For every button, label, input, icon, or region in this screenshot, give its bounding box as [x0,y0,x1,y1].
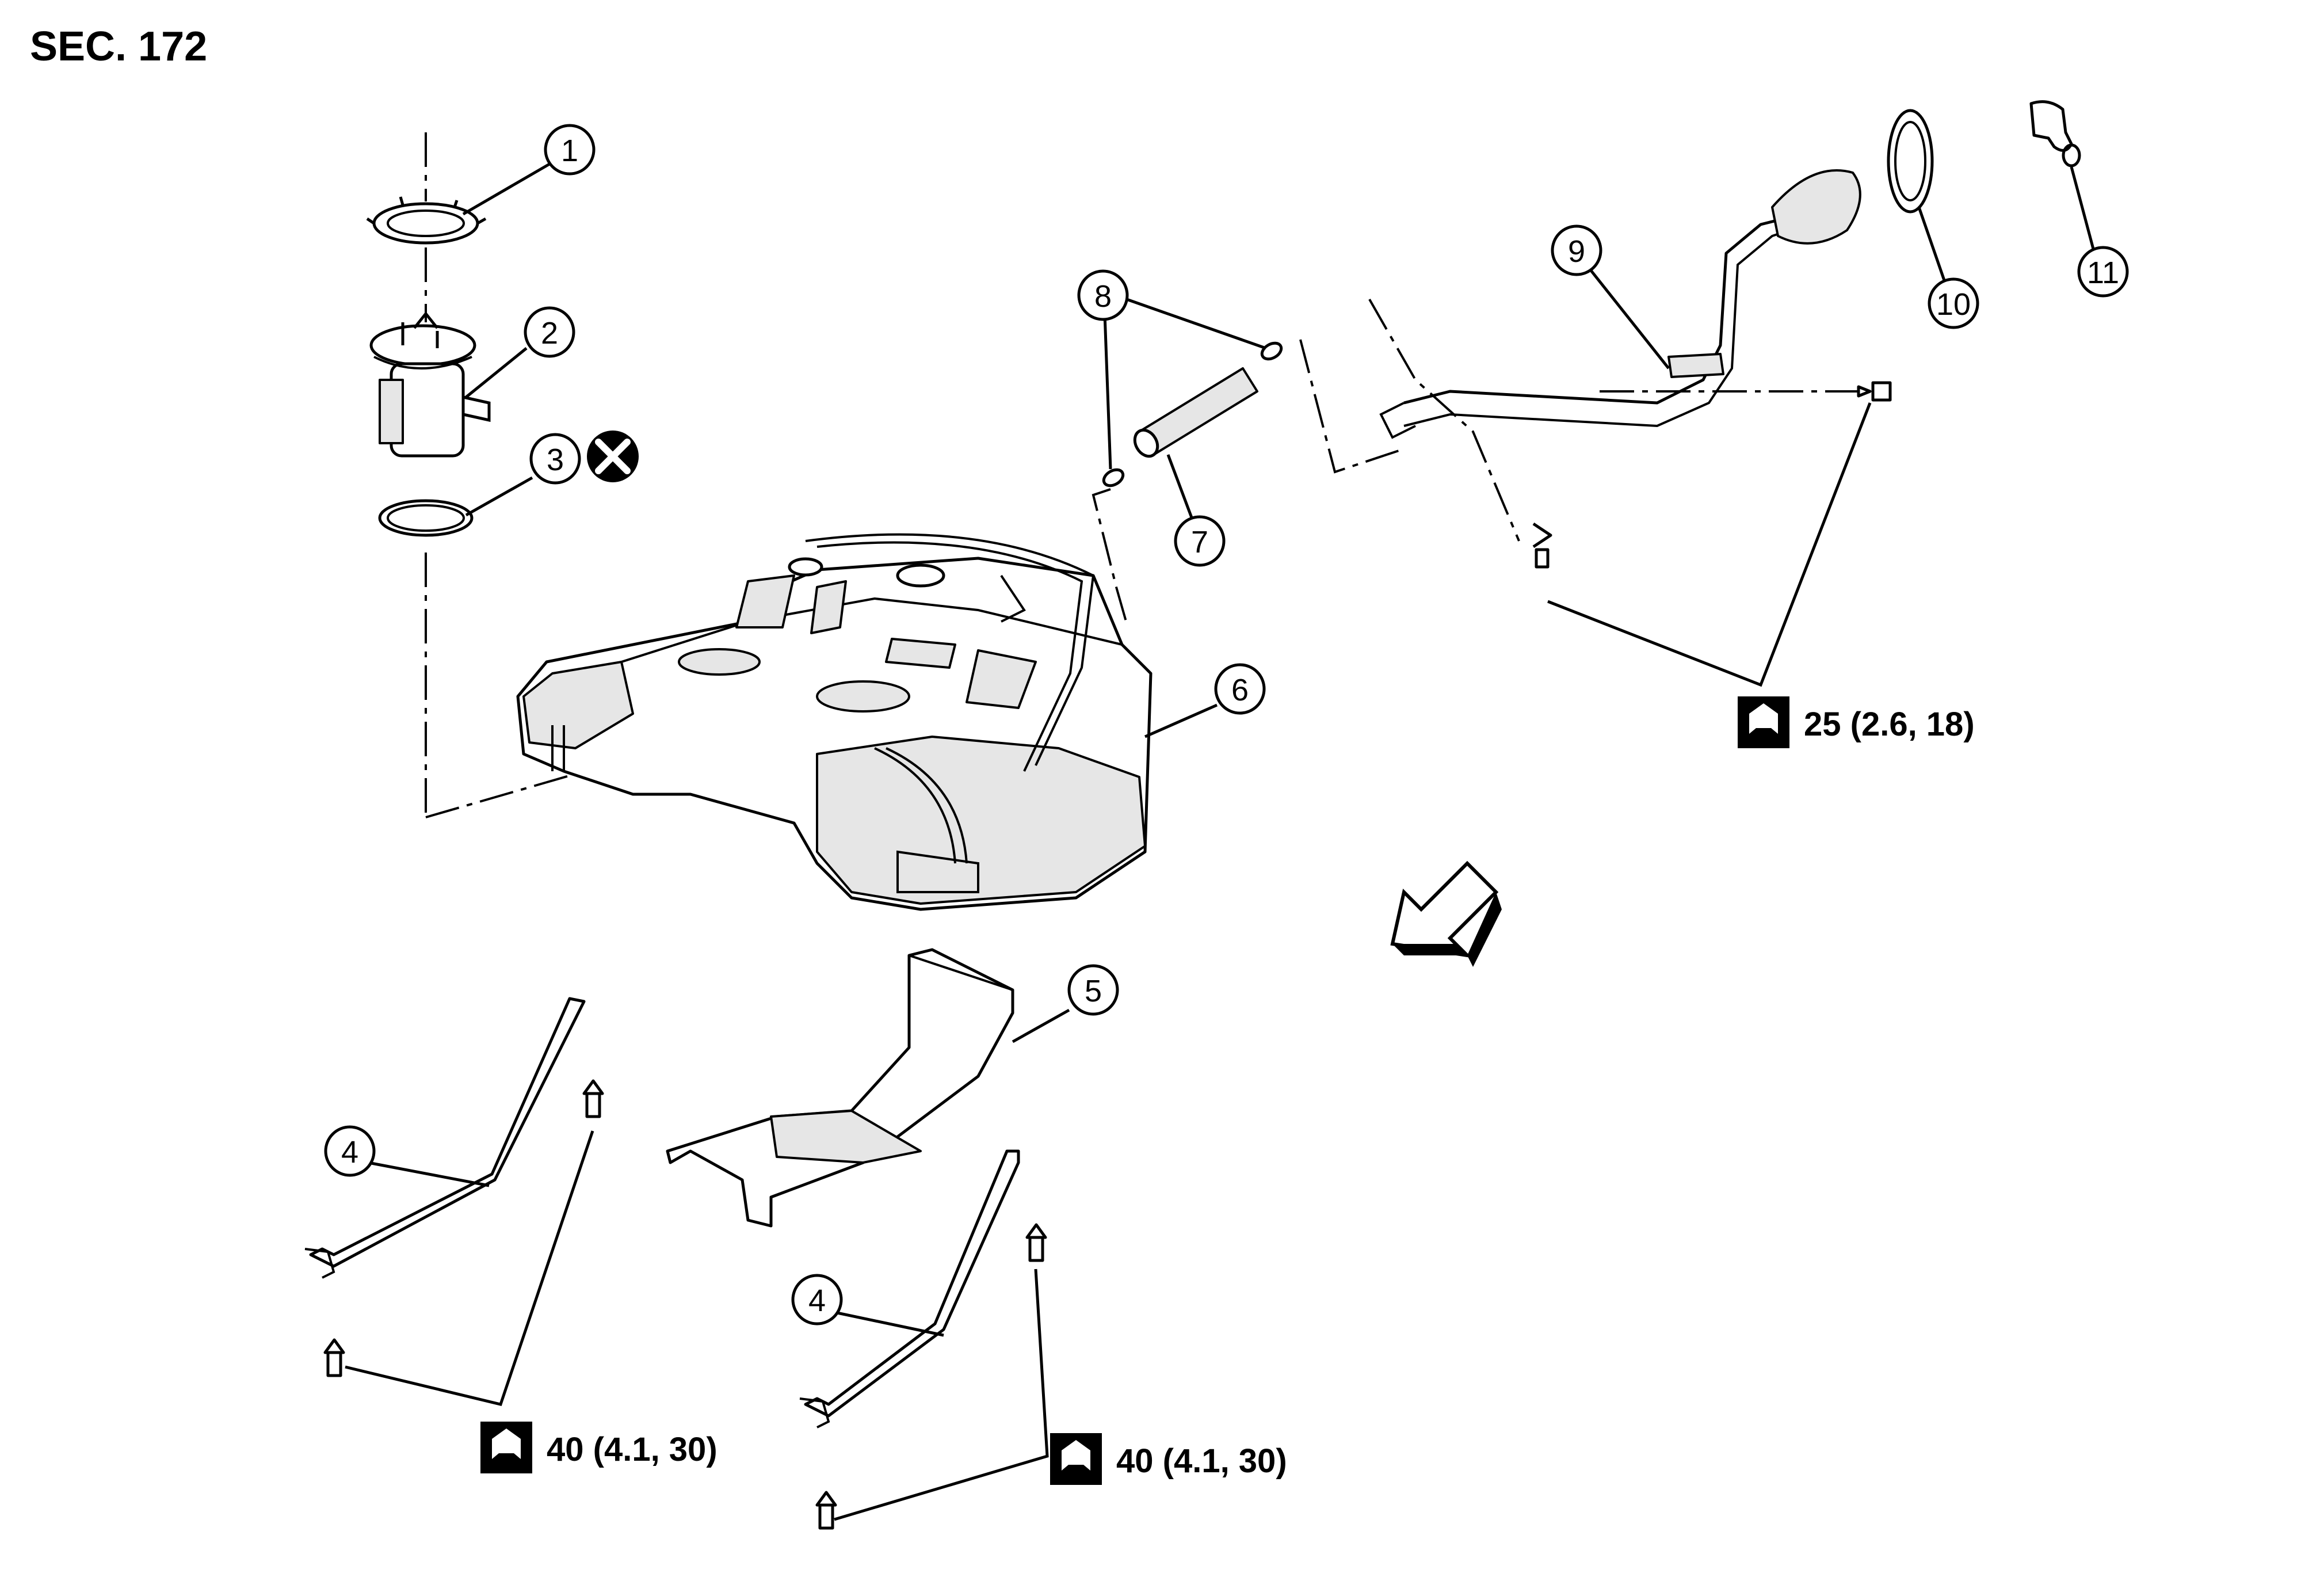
torque-leader [1547,402,1872,687]
fuel-tank [516,533,1153,911]
torque-leader [834,1269,1049,1521]
callout-leader [462,162,551,216]
svg-text:40 (4.1, 30): 40 (4.1, 30) [1116,1442,1287,1480]
filler-seal-ring [1887,109,1934,214]
torque-wrench-icon [1050,1433,1102,1485]
fuel-pump-lock-ring [366,196,487,245]
callout-5: 5 [1067,964,1119,1016]
svg-text:7: 7 [1191,525,1208,559]
strap-bolt [1025,1223,1047,1262]
callout-9: 9 [1551,224,1602,276]
filler-hose [1133,367,1258,458]
callout-leader [1590,269,1670,370]
strap-bolt [323,1338,345,1377]
assembly-line [1368,299,1520,542]
do-not-reuse-icon [587,431,639,482]
callout-8: 8 [1077,269,1129,321]
filler-tube-bolt [1857,381,1892,402]
callout-leader [368,1161,490,1187]
callout-1: 1 [544,124,596,176]
torque-leader [345,1130,594,1406]
hose-clamp [1102,468,1125,487]
callout-leader [834,1311,944,1337]
svg-text:25 (2.6, 18): 25 (2.6, 18) [1804,706,1975,743]
callout-4-right: 4 [791,1274,843,1325]
strap-bolt [815,1491,837,1530]
svg-text:3: 3 [547,443,564,477]
torque-spec-filler: 25 (2.6, 18) [1738,696,1975,748]
assembly-line [1092,488,1129,628]
callout-leader [1103,298,1266,470]
callout-leader [1012,1008,1070,1043]
svg-text:6: 6 [1231,673,1249,707]
callout-11: 11 [2077,246,2129,298]
assembly-line [1299,339,1405,474]
hose-clamp [1260,341,1283,361]
torque-wrench-icon [480,1422,532,1473]
callout-7: 7 [1174,515,1226,567]
svg-text:1: 1 [561,134,578,168]
fuel-pump-o-ring [378,499,474,537]
filler-cap-gasket [2029,100,2081,167]
fuel-pump-module [369,311,491,458]
callout-4-left: 4 [324,1125,376,1177]
svg-text:10: 10 [1936,287,1971,322]
fuel-tank-protector [666,948,1014,1228]
callout-leader [465,347,528,398]
torque-spec-strap-right: 40 (4.1, 30) [1050,1433,1287,1485]
callout-leader [1166,454,1196,524]
fuel-tank-strap-right [799,1149,1020,1429]
torque-wrench-icon [1738,696,1789,748]
svg-text:9: 9 [1568,234,1585,269]
callout-10: 10 [1928,277,1979,329]
section-label: SEC. 172 [30,24,208,70]
svg-text:4: 4 [808,1283,826,1318]
front-direction-arrow-icon [1390,860,1502,967]
fuel-filler-tube [1379,169,1861,439]
svg-text:2: 2 [541,316,558,351]
callout-leader [465,476,533,517]
filler-tube-bolt [1532,522,1552,569]
svg-text:5: 5 [1085,974,1102,1008]
callout-2: 2 [524,306,575,358]
callout-leader [1917,207,1947,283]
svg-text:40 (4.1, 30): 40 (4.1, 30) [547,1431,718,1468]
callout-leader [2070,166,2096,254]
strap-bolt [582,1079,604,1118]
svg-text:8: 8 [1094,279,1112,314]
fuel-tank-strap-left [304,997,586,1279]
svg-text:4: 4 [341,1135,358,1170]
svg-text:11: 11 [2087,256,2119,290]
callout-3: 3 [529,433,581,485]
callout-leader [1144,703,1218,738]
torque-spec-strap-left: 40 (4.1, 30) [480,1422,718,1473]
callout-6: 6 [1214,663,1266,715]
